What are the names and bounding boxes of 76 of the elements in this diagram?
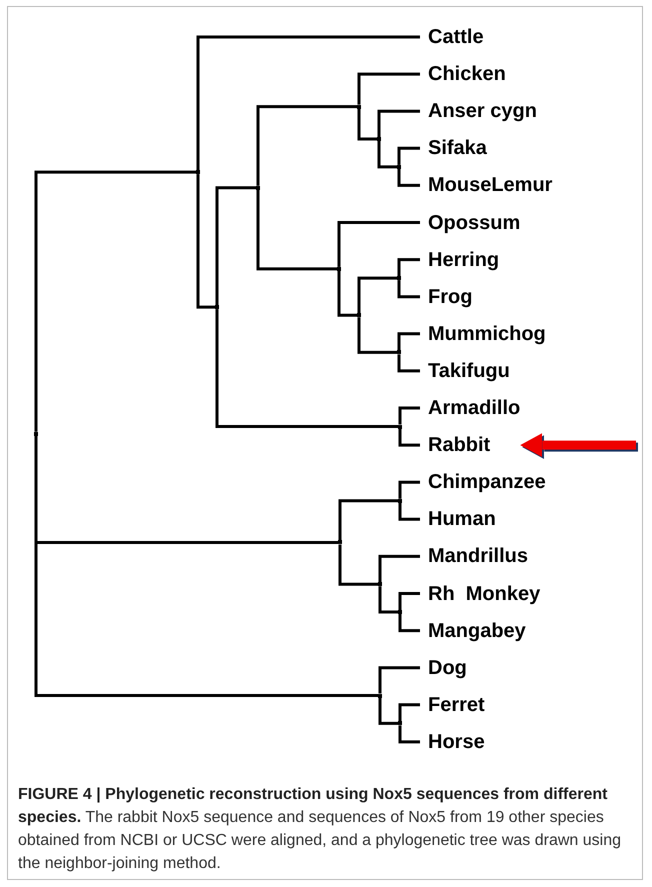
species-label: Sifaka [420,135,487,162]
tree-branch [398,406,420,425]
species-label: Chimpanzee [420,469,546,496]
species-label: MouseLemur [420,172,552,198]
tree-branch [398,146,420,165]
species-label: Takifugu [420,358,510,384]
tree-branch [196,36,420,170]
tree-branch [398,258,420,276]
species-label: Rh Monkey [420,580,540,606]
species-label: Armadillo [420,395,520,421]
species-label: Mummichog [420,320,546,347]
tree-branch [358,317,399,354]
species-label: Rabbit [420,432,490,458]
branch-point [398,424,402,429]
species-label: Cattle [420,24,484,50]
tree-branch [256,190,339,270]
tree-branch [216,186,258,306]
branch-point [338,540,342,544]
tree-branch [338,499,400,540]
tree-branch [338,221,420,267]
tree-branch [196,174,217,309]
tree-branch [398,592,420,610]
tree-branch [398,480,420,499]
tree-branch [398,280,420,298]
branch-point [196,170,200,174]
species-label: Ferret [420,692,485,718]
species-label: Horse [420,728,485,755]
tree-branch [378,141,399,168]
branch-point [398,721,402,726]
tree-branch [338,270,359,317]
branch-point [34,432,38,436]
highlight-arrow [520,433,636,458]
tree-branch [378,110,420,138]
species-label: Mangabey [420,618,526,644]
figure-caption: FIGURE 4 | Phylogenetic reconstruction using Nox5 sequences from different species. The rabbit Nox5 sequence and sequences of Nox5 from 19 other species obtained from NCBI or UCSC were aligned, and a phylogenetic tree was drawn using the neighbor-joining method. [18,785,622,874]
tree-branch [398,614,420,632]
tree-branch [398,502,420,521]
species-label: Herring [420,246,500,273]
tree-branch [358,72,420,105]
branch-point [337,266,341,271]
branch-point [378,694,382,698]
tree-branch [398,428,420,447]
branch-point [397,350,401,354]
tree-branch [378,586,400,614]
tree-branch [216,309,400,428]
branch-point [378,582,382,586]
tree-branch [398,703,420,722]
tree-branch [34,170,198,432]
tree-branch [398,332,420,350]
tree-branch [358,276,399,314]
tree-branch [378,698,400,725]
species-label: Dog [420,654,467,681]
tree-branch [34,436,380,698]
branch-point [215,305,219,310]
branch-point [397,276,401,280]
species-label: Human [420,506,496,532]
species-label: Mandrillus [420,543,528,570]
tree-branch [256,105,359,186]
tree-branch [398,354,420,372]
tree-branch [398,168,420,187]
branch-point [398,498,402,503]
branch-point [377,137,381,142]
branch-point [357,104,361,109]
tree-branch [378,666,420,694]
tree-branch [378,554,420,582]
branch-point [398,610,402,614]
branch-point [256,186,260,190]
branch-point [397,164,401,169]
branch-point [357,313,361,318]
species-label: Anser cygn [420,98,537,124]
tree-branch [398,725,420,744]
species-label: Opossum [420,210,520,236]
species-label: Frog [420,284,472,310]
species-label: Chicken [420,61,506,88]
tree-branch [358,108,379,141]
tree-branch [338,544,380,586]
